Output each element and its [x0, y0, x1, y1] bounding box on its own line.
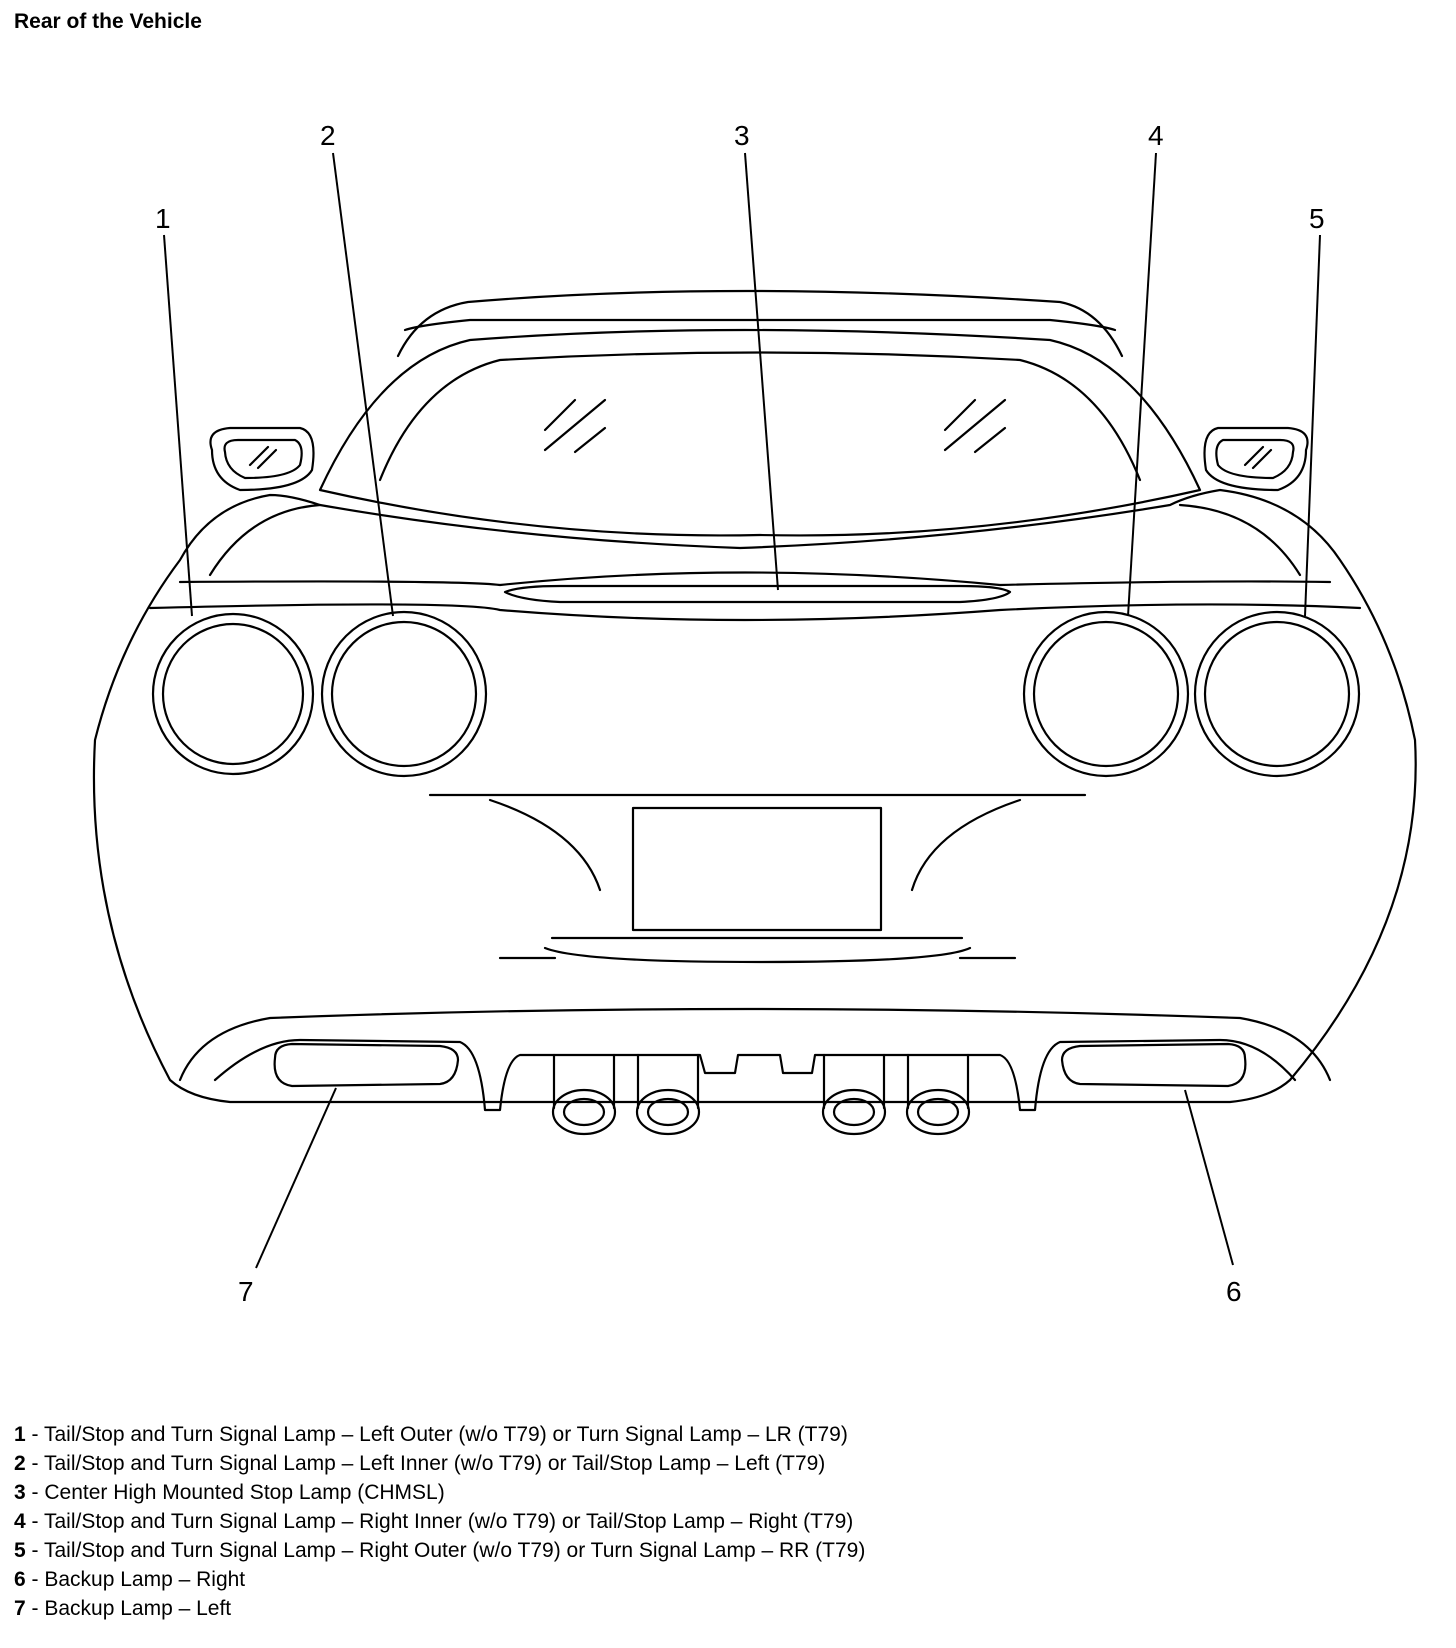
tail-lamp-1-outer: [151, 612, 315, 776]
exhaust-tip-4: [905, 1053, 971, 1136]
legend-num: 3: [14, 1481, 26, 1504]
callout-1: 1: [155, 203, 171, 234]
leader-line-3: [744, 152, 779, 591]
legend-sep: -: [25, 1452, 44, 1475]
license-plate: [631, 806, 883, 932]
tail-lamp-2-inner: [330, 620, 478, 768]
plate-recess-left-curve: [488, 798, 602, 892]
roof-outline: [396, 289, 1124, 358]
rear-window-inner: [378, 351, 1142, 482]
leader-line-4: [1127, 152, 1157, 617]
tail-lamp-4-outer: [1022, 610, 1190, 778]
callout-7: 7: [238, 1276, 254, 1307]
left-mirror-glare: [248, 445, 278, 470]
exhaust-tip-3: [821, 1053, 887, 1136]
right-mirror-glare: [1243, 445, 1273, 470]
glass-glare-right: [943, 398, 1007, 454]
callout-4: 4: [1148, 120, 1164, 151]
right-fender-line: [1178, 503, 1302, 577]
legend-sep: -: [25, 1597, 45, 1620]
exhaust-tip-2: [635, 1053, 701, 1136]
callout-5: 5: [1309, 203, 1325, 234]
legend-num: 1: [14, 1423, 26, 1446]
left-fender-line: [208, 503, 322, 577]
lower-bumper-top: [178, 1007, 1332, 1082]
plate-recess-right-curve: [910, 798, 1022, 892]
tail-lamp-4-inner: [1032, 620, 1180, 768]
rear-window-top: [403, 318, 1117, 332]
legend-item-7: 7 - Backup Lamp – Left: [14, 1594, 865, 1623]
tail-lamp-5-inner: [1203, 620, 1351, 768]
right-mirror-inner: [1215, 438, 1295, 480]
legend-sep: -: [25, 1423, 44, 1446]
backup-lamp-right: [1060, 1042, 1247, 1088]
legend-sep: -: [25, 1510, 44, 1533]
leader-line-6: [1184, 1089, 1234, 1266]
legend-sep: -: [25, 1539, 44, 1562]
trunk-line: [178, 571, 1332, 587]
right-mirror: [1203, 426, 1309, 492]
leader-line-5: [1304, 234, 1321, 617]
legend-text: Backup Lamp – Right: [44, 1568, 246, 1591]
legend-item-2: 2 - Tail/Stop and Turn Signal Lamp – Lef…: [14, 1449, 865, 1478]
legend-text: Tail/Stop and Turn Signal Lamp – Left In…: [43, 1452, 826, 1475]
trunk-lower-line: [148, 603, 1362, 622]
legend-text: Backup Lamp – Left: [44, 1597, 232, 1620]
bumper-line-curve: [543, 946, 972, 964]
rear-window: [318, 328, 1202, 537]
legend-text: Center High Mounted Stop Lamp (CHMSL): [44, 1481, 445, 1504]
legend-num: 6: [14, 1568, 26, 1591]
legend-sep: -: [25, 1568, 45, 1591]
exhaust-tip-1: [551, 1053, 617, 1136]
legend-item-6: 6 - Backup Lamp – Right: [14, 1565, 865, 1594]
backup-lamp-left: [273, 1042, 460, 1088]
legend-item-1: 1 - Tail/Stop and Turn Signal Lamp – Lef…: [14, 1420, 865, 1449]
diffuser: [213, 1038, 1297, 1112]
legend-text: Tail/Stop and Turn Signal Lamp – Right I…: [43, 1510, 854, 1533]
legend-num: 4: [14, 1510, 26, 1533]
callout-6: 6: [1226, 1276, 1242, 1307]
legend-text: Tail/Stop and Turn Signal Lamp – Left Ou…: [43, 1423, 848, 1446]
tail-lamp-1-inner: [161, 622, 305, 766]
leader-line-7: [255, 1087, 337, 1269]
leader-line-2: [332, 152, 394, 617]
legend-item-4: 4 - Tail/Stop and Turn Signal Lamp – Rig…: [14, 1507, 865, 1536]
leader-line-1: [163, 234, 193, 617]
tail-lamp-5-outer: [1193, 610, 1361, 778]
legend-num: 7: [14, 1597, 26, 1620]
callout-2: 2: [320, 120, 336, 151]
legend-num: 5: [14, 1539, 26, 1562]
tail-lamp-2-outer: [320, 610, 488, 778]
legend-item-3: 3 - Center High Mounted Stop Lamp (CHMSL…: [14, 1478, 865, 1507]
legend-num: 2: [14, 1452, 26, 1475]
callout-3: 3: [734, 120, 750, 151]
legend-sep: -: [25, 1481, 45, 1504]
body-outline: [92, 488, 1417, 1104]
legend: 1 - Tail/Stop and Turn Signal Lamp – Lef…: [14, 1420, 865, 1623]
left-mirror-inner: [223, 438, 303, 480]
chmsl-lamp: [503, 584, 1012, 604]
diagram-title: Rear of the Vehicle: [14, 10, 202, 33]
legend-item-5: 5 - Tail/Stop and Turn Signal Lamp – Rig…: [14, 1536, 865, 1565]
glass-glare-left: [543, 398, 607, 454]
vehicle-rear-illustration: 1 2 3 4 5 6 7: [92, 120, 1417, 1307]
left-mirror: [209, 426, 315, 492]
legend-text: Tail/Stop and Turn Signal Lamp – Right O…: [43, 1539, 866, 1562]
